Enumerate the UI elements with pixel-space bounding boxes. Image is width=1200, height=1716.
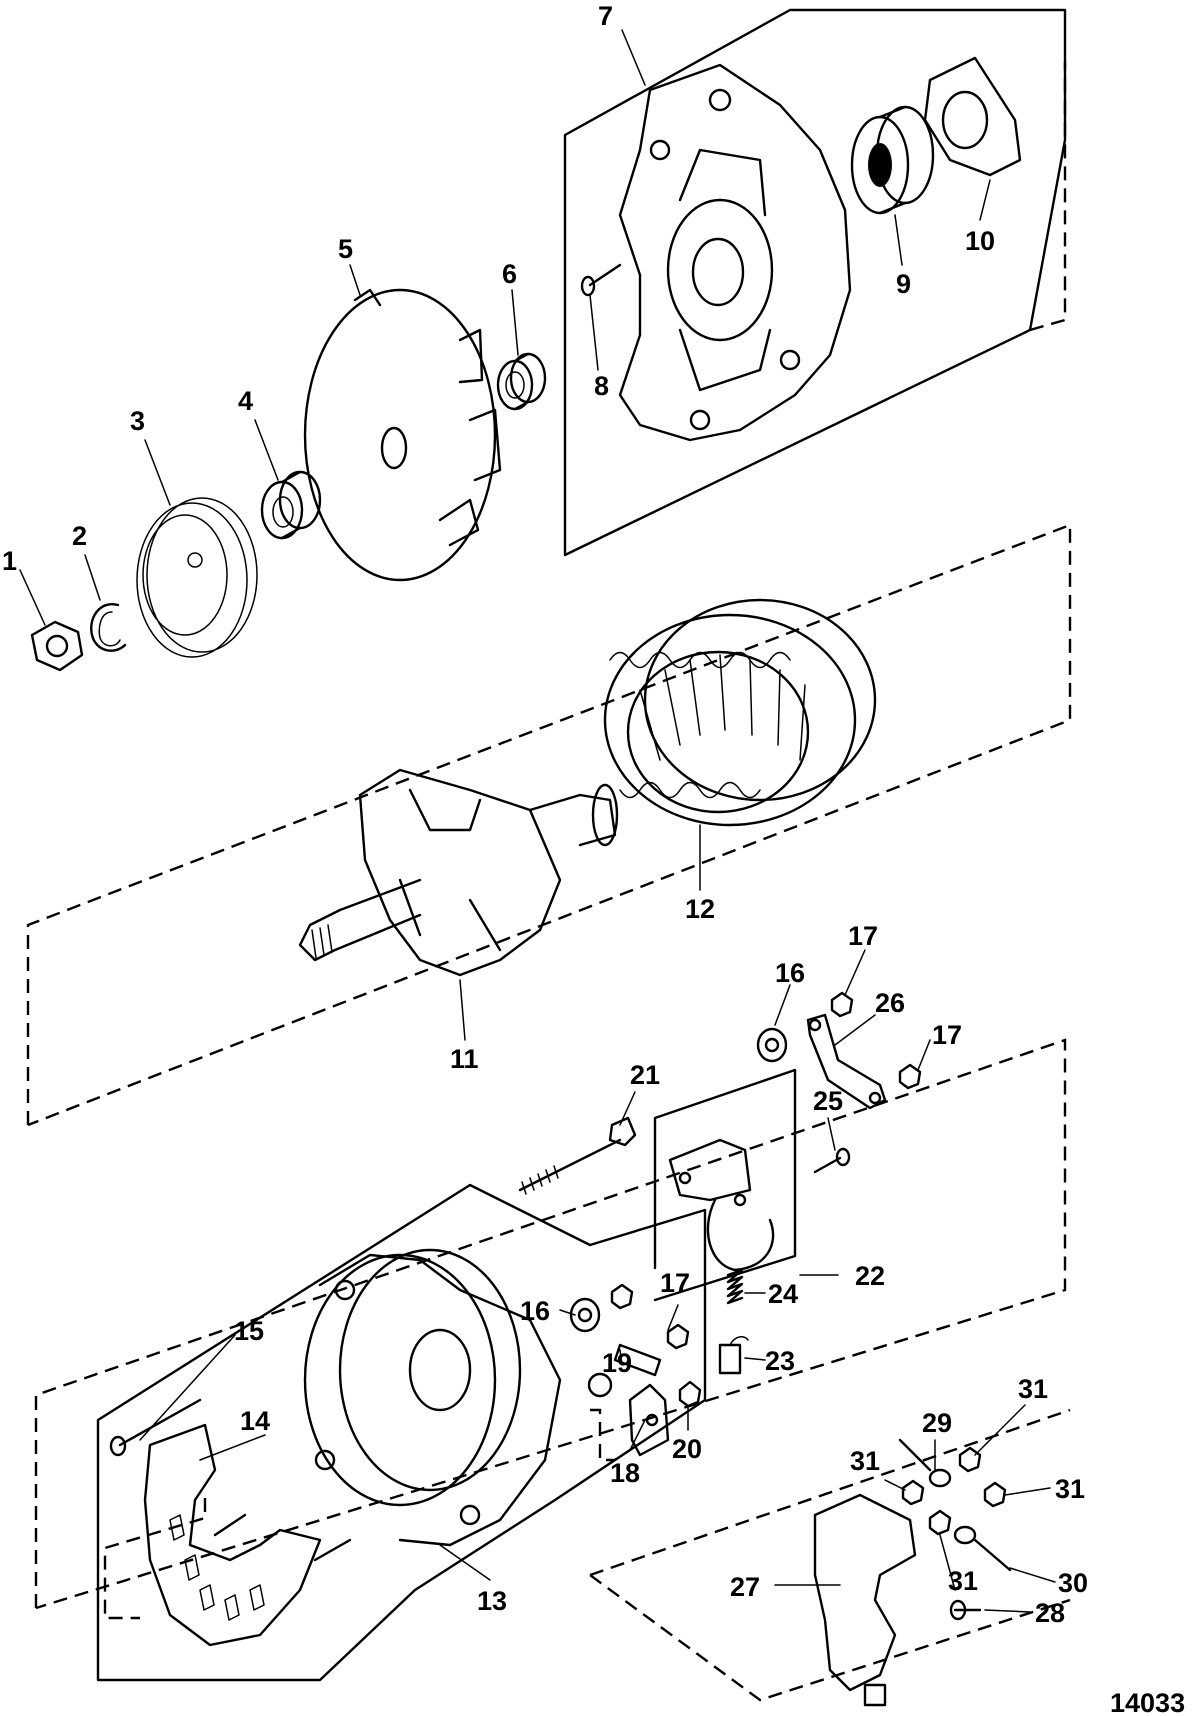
callout-6: 6: [502, 259, 517, 289]
callout-24: 24: [768, 1279, 798, 1309]
shield-part-14: [143, 1423, 352, 1647]
callout-18: 18: [610, 1458, 640, 1488]
brush-holder-part-22: [668, 1138, 775, 1272]
callout-13: 13: [477, 1586, 507, 1616]
callout-25: 25: [813, 1086, 843, 1116]
nut-part-20: [678, 1380, 702, 1408]
nut-part-16-lower: [569, 1297, 601, 1333]
fan-part-5: [303, 288, 502, 582]
callout-27: 27: [730, 1572, 760, 1602]
retainer-plate-part-10: [923, 56, 1022, 177]
cover-part-27: [813, 1493, 917, 1707]
nut-part-31-c: [901, 1479, 925, 1506]
rear-housing-part-13: [303, 1248, 562, 1547]
callout-7: 7: [598, 1, 613, 31]
rotor-part-11: [298, 768, 619, 977]
bearing-part-9: [850, 105, 935, 215]
nut-part-31-b: [983, 1481, 1007, 1508]
nut-part-16-upper: [756, 1027, 788, 1063]
callout-3: 3: [130, 406, 145, 436]
callout-8: 8: [594, 371, 609, 401]
nut-part-17-right: [898, 1063, 922, 1090]
bracket-part-18: [628, 1383, 670, 1457]
callout-28: 28: [1035, 1598, 1065, 1628]
snap-ring-part-2: [90, 602, 127, 652]
callout-11: 11: [450, 1044, 479, 1074]
callout-31-c: 31: [850, 1446, 880, 1476]
connector-part-19: [587, 1343, 662, 1398]
callout-5: 5: [338, 234, 353, 264]
callout-17-top: 17: [848, 921, 878, 951]
nut-part-17-lower: [610, 1283, 690, 1350]
group-outlines: [26, 8, 1072, 1702]
callout-16-lower: 16: [520, 1296, 550, 1326]
drive-end-housing-part-7: [618, 63, 852, 442]
callout-17-right: 17: [932, 1020, 962, 1050]
callout-22: 22: [855, 1261, 885, 1291]
callout-19: 19: [602, 1348, 632, 1378]
drawing-number: 14033: [1110, 1688, 1185, 1716]
callout-31-b: 31: [1055, 1474, 1085, 1504]
stator-part-12: [603, 598, 877, 827]
leader-lines: [19, 29, 1056, 1613]
spring-part-24: [726, 1268, 744, 1305]
callout-2: 2: [72, 521, 87, 551]
callout-21: 21: [630, 1060, 660, 1090]
brush-part-23: [718, 1335, 749, 1375]
screw-part-28: [949, 1599, 982, 1621]
nut-part-31-a: [958, 1446, 982, 1473]
callout-1: 1: [2, 546, 17, 576]
callout-4: 4: [238, 386, 253, 416]
screw-part-25: [813, 1147, 851, 1174]
callout-23: 23: [765, 1346, 795, 1376]
lead-part-29: [898, 1438, 952, 1488]
callout-30: 30: [1058, 1568, 1088, 1598]
callout-16-upper: 16: [775, 958, 805, 988]
hex-nut-part-1: [30, 620, 84, 672]
callout-15: 15: [234, 1316, 264, 1346]
strap-part-26: [806, 1013, 887, 1110]
callout-26: 26: [875, 988, 905, 1018]
callout-31-d: 31: [948, 1566, 978, 1596]
callout-10: 10: [965, 226, 995, 256]
pulley-part-3: [136, 497, 258, 658]
lead-part-30: [953, 1525, 1012, 1572]
callout-14: 14: [240, 1406, 270, 1436]
callout-12: 12: [685, 894, 715, 924]
callout-9: 9: [896, 269, 911, 299]
callout-20: 20: [672, 1434, 702, 1464]
screw-part-15: [109, 1398, 202, 1457]
nut-part-17-top: [830, 991, 854, 1018]
screw-part-8: [580, 263, 622, 297]
bolt-part-21: [518, 1116, 637, 1195]
nut-part-31-d: [928, 1509, 952, 1536]
callout-29: 29: [922, 1408, 952, 1438]
spacer-part-4: [260, 470, 322, 540]
callout-labels: 1 2 3 4 5 6 7 8 9 10 11 12 13 14 15 16 1…: [2, 1, 1088, 1628]
callout-17-lower: 17: [660, 1268, 690, 1298]
spacer-part-6: [496, 352, 547, 411]
callout-31-a: 31: [1018, 1374, 1048, 1404]
